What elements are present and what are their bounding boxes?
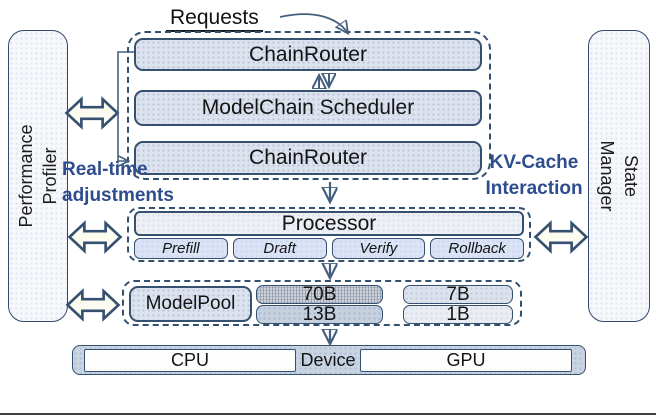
- chain-router-bottom-label: ChainRouter: [249, 146, 367, 169]
- bidirectional-arrow-icon-profiler-processor: [67, 220, 123, 254]
- model-pool-box: ModelPool: [129, 286, 252, 322]
- model-70b-box: 70B: [256, 285, 383, 304]
- processor-stage-row: Prefill Draft Verify Rollback: [134, 238, 524, 259]
- modelchain-scheduler-box: ModelChain Scheduler: [134, 90, 482, 126]
- requests-curved-arrow-icon: [279, 13, 347, 32]
- chain-router-top-label: ChainRouter: [249, 42, 367, 66]
- model-7b-box: 7B: [403, 285, 513, 304]
- model-pool-container: [122, 280, 522, 326]
- stage-draft-box: Draft: [232, 238, 327, 259]
- model-13b-box: 13B: [256, 305, 383, 324]
- processor-box: Processor: [134, 211, 524, 236]
- chain-router-top-box: ChainRouter: [134, 38, 482, 71]
- realtime-adjustments-label: Real-time adjustments: [62, 159, 174, 206]
- kv-cache-interaction-label: KV-Cache Interaction: [485, 152, 583, 199]
- state-manager-label: State Manager: [597, 140, 641, 212]
- bidirectional-arrow-icon-profiler-modelpool: [65, 288, 121, 322]
- stage-rollback-box: Rollback: [430, 238, 524, 259]
- figure-bottom-rule: [0, 413, 656, 415]
- gpu-box: GPU: [360, 349, 572, 372]
- performance-profiler-label: Performance Profiler: [16, 124, 60, 228]
- bidirectional-arrow-icon-profiler-routers: [64, 96, 120, 130]
- modelchain-scheduler-label: ModelChain Scheduler: [201, 96, 415, 119]
- cpu-box: CPU: [84, 349, 296, 372]
- model-pool-label: ModelPool: [145, 293, 236, 314]
- stage-verify-box: Verify: [331, 238, 426, 259]
- bidirectional-arrow-icon-processor-statemanager: [534, 220, 588, 254]
- processor-label: Processor: [281, 211, 377, 235]
- model-1b-box: 1B: [403, 305, 513, 324]
- stage-prefill-box: Prefill: [134, 238, 228, 259]
- performance-profiler-box: Performance Profiler: [8, 30, 68, 322]
- processor-container: [127, 207, 531, 262]
- requests-label: Requests: [166, 6, 263, 32]
- state-manager-box: State Manager: [588, 30, 650, 322]
- chain-router-bottom-box: ChainRouter: [134, 141, 482, 175]
- device-label: Device: [300, 350, 356, 370]
